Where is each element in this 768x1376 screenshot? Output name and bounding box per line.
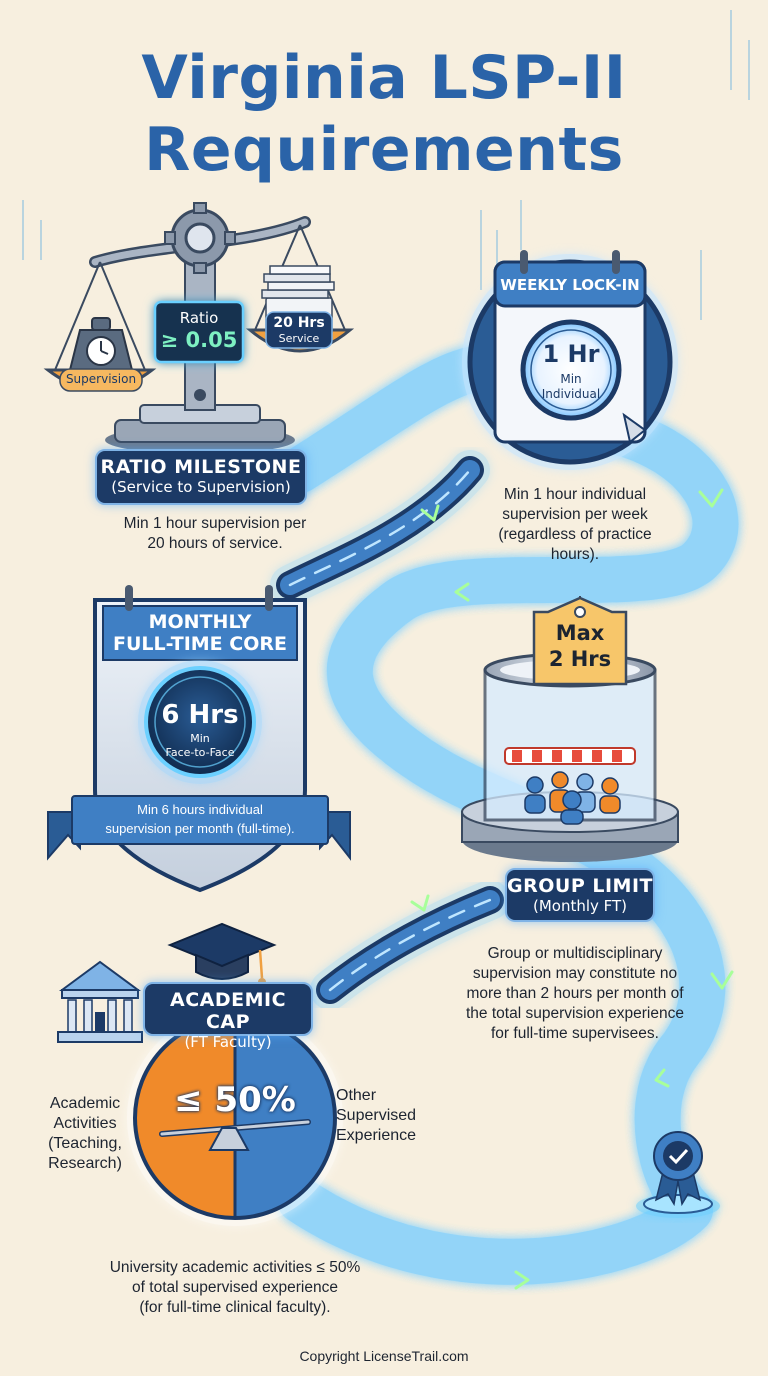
weekly-clock-sub2: Individual: [541, 387, 601, 401]
weekly-lock-in-caption: Min 1 hour individual supervision per we…: [480, 485, 670, 565]
binary-decoration: [22, 10, 750, 320]
academic-left-line1: Academic: [49, 1095, 121, 1112]
balance-scale-illustration: [43, 202, 355, 454]
weekly-caption-line2: supervision per week: [502, 506, 648, 523]
monthly-core-banner: MONTHLY FULL-TIME CORE: [103, 611, 297, 655]
monthly-ribbon-line2: supervision per month (full-time).: [105, 821, 295, 836]
service-pan-label: 20 Hrs: [273, 315, 325, 331]
page-title-line2: Requirements: [144, 115, 624, 185]
service-pan-sub: Service: [278, 332, 320, 345]
group-limit-title: GROUP LIMIT: [507, 875, 653, 897]
weekly-lock-in-banner: WEEKLY LOCK-IN: [500, 276, 640, 294]
group-caption-line5: for full-time supervisees.: [491, 1025, 659, 1042]
ratio-caption-line1: Min 1 hour supervision per: [123, 515, 307, 532]
academic-cap-illustration: [57, 922, 343, 1226]
monthly-ribbon-line1: Min 6 hours individual: [137, 802, 263, 817]
academic-left-line4: Research): [48, 1155, 122, 1172]
weekly-clock-sub1: Min: [560, 372, 582, 386]
weekly-caption-line3: (regardless of practice: [498, 526, 652, 543]
group-tag-line2: 2 Hrs: [548, 647, 612, 671]
academic-right-line2: Supervised: [336, 1107, 417, 1124]
monthly-clock-value: 6 Hrs: [161, 700, 239, 730]
academic-activities-label: Academic Activities (Teaching, Research): [30, 1094, 140, 1174]
ratio-caption-line2: 20 hours of service.: [147, 535, 283, 552]
group-limit-subtitle: (Monthly FT): [532, 897, 628, 915]
group-caption-line3: more than 2 hours per month of: [466, 985, 684, 1002]
academic-cap-subtitle: (FT Faculty): [184, 1033, 272, 1051]
academic-cap-caption: University academic activities ≤ 50% of …: [60, 1258, 410, 1318]
academic-caption-line1: University academic activities ≤ 50%: [109, 1259, 361, 1276]
other-experience-label: Other Supervised Experience: [336, 1086, 456, 1146]
monthly-banner-line1: MONTHLY: [148, 611, 252, 633]
academic-left-line3: (Teaching,: [48, 1135, 122, 1152]
group-caption-line4: the total supervision experience: [466, 1005, 684, 1022]
ratio-milestone-caption: Min 1 hour supervision per 20 hours of s…: [70, 514, 360, 554]
supervision-pan-label: Supervision: [65, 372, 137, 386]
group-limit-label: GROUP LIMIT (Monthly FT): [505, 868, 655, 922]
group-caption-line1: Group or multidisciplinary: [487, 945, 663, 962]
page-title-line1: Virginia LSP-II: [141, 43, 627, 113]
monthly-clock-sub2: Face-to-Face: [165, 746, 235, 759]
academic-right-line1: Other: [336, 1087, 377, 1104]
monthly-core-ribbon: Min 6 hours individual supervision per m…: [72, 800, 328, 838]
group-limit-illustration: [461, 596, 679, 862]
group-caption-line2: supervision may constitute no: [472, 965, 678, 982]
group-limit-caption: Group or multidisciplinary supervision m…: [430, 944, 720, 1044]
group-tag-line1: Max: [555, 621, 605, 645]
pie-label: ≤ 50%: [174, 1080, 296, 1120]
academic-caption-line2: of total supervised experience: [132, 1279, 338, 1296]
group-limit-tag: Max 2 Hrs: [534, 620, 626, 672]
ratio-milestone-subtitle: (Service to Supervision): [111, 478, 291, 496]
academic-right-line3: Experience: [336, 1127, 417, 1144]
weekly-caption-line4: hours).: [550, 546, 600, 563]
academic-left-line2: Activities: [53, 1115, 117, 1132]
weekly-clock-value: 1 Hr: [542, 340, 600, 368]
copyright-text: Copyright LicenseTrail.com: [299, 1348, 469, 1364]
monthly-banner-line2: FULL-TIME CORE: [113, 633, 287, 655]
academic-cap-label: ACADEMIC CAP (FT Faculty): [143, 982, 313, 1051]
ratio-badge-value: ≥ 0.05: [160, 328, 238, 352]
academic-caption-line3: (for full-time clinical faculty).: [139, 1299, 331, 1316]
ratio-badge-label: Ratio: [179, 309, 219, 327]
monthly-shield-illustration: [47, 585, 351, 893]
achievement-badge-icon: [636, 1131, 720, 1218]
ratio-milestone-label: RATIO MILESTONE (Service to Supervision): [95, 449, 307, 505]
weekly-caption-line1: Min 1 hour individual: [503, 486, 647, 503]
academic-cap-title: ACADEMIC CAP: [169, 989, 287, 1033]
weekly-calendar-illustration: [462, 250, 678, 470]
monthly-clock-sub1: Min: [190, 732, 210, 745]
ratio-milestone-title: RATIO MILESTONE: [100, 456, 302, 478]
